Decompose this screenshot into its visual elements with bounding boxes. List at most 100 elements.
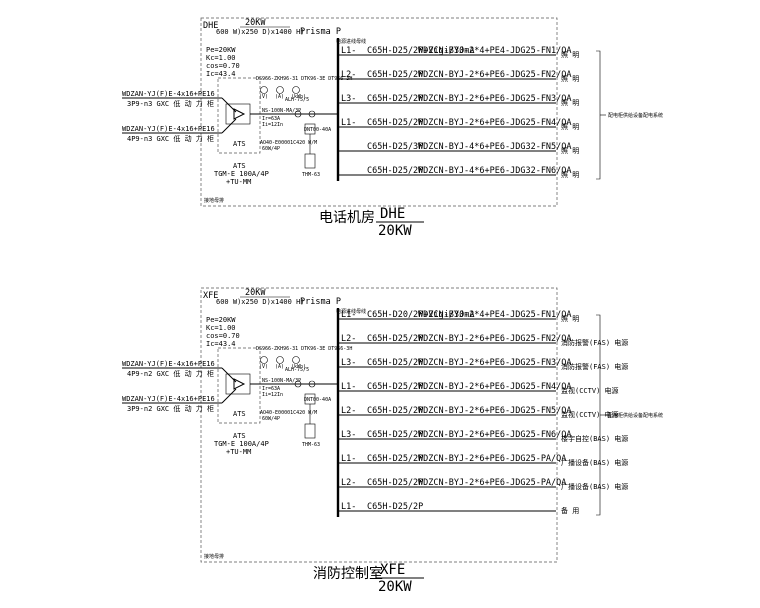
- circuit-row: L1-C65H-D25/2P+Vigi/30mAWDZCN-BYJ-2*4+PE…: [338, 46, 579, 59]
- param-line: Ic=43.4: [206, 70, 236, 78]
- incomer-route: 3P9-n2 GXC 低 动 力 柜: [127, 404, 214, 413]
- load-label: 照 明: [561, 171, 579, 179]
- meter-models: DS966-ZKH96-31 DTK96-3E DT966-3H: [256, 346, 352, 352]
- rcd-label: DNT00-40A: [304, 397, 331, 403]
- phase-label: L3-: [341, 430, 356, 440]
- breaker-spec: C65H-D25/2P: [367, 406, 423, 416]
- bus-note: 电源进线母线: [336, 308, 366, 315]
- ats-label-2: ATS: [233, 432, 246, 440]
- cable-spec: WDZCN-BYJ-2*6+PE6-JDG25-PA/QA: [418, 454, 566, 464]
- param-line: Ic=43.4: [206, 340, 236, 348]
- group-bracket: [596, 50, 601, 180]
- main-breaker: NS-100N-MA/3P: [262, 378, 301, 384]
- cable-spec: WDZCN-BYJ-2*6+PE6-JDG25-FN6/QA: [418, 430, 572, 440]
- circuit-row: L1- C65H-D25/2P 备 用: [338, 502, 579, 515]
- phase-label: L1-: [341, 118, 356, 128]
- param-line: Pe=20KW: [206, 316, 236, 324]
- circuit-row: L1-C65H-D25/2PWDZCN-BYJ-2*6+PE6-JDG25-FN…: [338, 118, 579, 131]
- breaker-ir: Ir=63A: [262, 116, 280, 122]
- thm-label: THM-63: [302, 442, 320, 448]
- param-line: Pe=20KW: [206, 46, 236, 54]
- ats-box: [217, 77, 261, 154]
- ammeter-sub: 60W/4P: [262, 146, 280, 152]
- meter-sub: (kWh): [291, 94, 306, 100]
- meter-sub: (A): [275, 94, 284, 100]
- breaker-ii: Ii=12In: [262, 392, 283, 398]
- ats-symbol: [233, 108, 246, 120]
- phase-label: L1-: [341, 310, 356, 320]
- load-label: 广播设备(BAS) 电源: [561, 458, 628, 467]
- breaker-ii: Ii=12In: [262, 122, 283, 128]
- load-label: 照 明: [561, 99, 579, 107]
- load-label: 照 明: [561, 75, 579, 83]
- tgm-sub: +TU-MM: [226, 448, 251, 456]
- breaker-spec: C65H-D25/2P: [367, 502, 423, 512]
- cable-spec: WDZCN-BYJ-2*6+PE6-JDG25-FN3/QA: [418, 94, 572, 104]
- phase-label: L1-: [341, 382, 356, 392]
- load-label: 备 用: [561, 506, 579, 515]
- incomer-cable: WDZAN-YJ(F)E-4x16+PE16: [122, 360, 215, 368]
- circuit-row: L2-C65H-D25/2PWDZCN-BYJ-2*6+PE6-JDG25-FN…: [338, 334, 628, 347]
- phase-label: L1-: [341, 502, 356, 512]
- ct-symbol: [308, 380, 316, 388]
- breaker-spec: C65H-D25/2P: [367, 118, 423, 128]
- breaker-spec: C65H-D25/2P+Vigi/30mA: [367, 46, 474, 56]
- meter-dial: [276, 86, 284, 94]
- ammeter-label: AO40-E00001C420 W/M: [260, 410, 317, 416]
- breaker-spec: C65H-D25/3P: [367, 142, 423, 152]
- load-label: 监视(CCTV) 电源: [561, 410, 619, 419]
- circuit-row: L2-C65H-D25/2PWDZCN-BYJ-2*6+PE6-JDG25-FN…: [338, 70, 579, 83]
- circuit-row: L3-C65H-D25/2PWDZCN-BYJ-2*6+PE6-JDG25-FN…: [338, 430, 628, 443]
- circuit-row: L3-C65H-D25/2PWDZCN-BYJ-2*6+PE6-JDG25-FN…: [338, 94, 579, 107]
- phase-label: L3-: [341, 358, 356, 368]
- ats-contact: [221, 118, 237, 134]
- meter-sub: (A): [275, 364, 284, 370]
- breaker-spec: C65H-D25/2P: [367, 334, 423, 344]
- meter-label: ALH-75/5: [285, 97, 309, 103]
- load-label: 照 明: [561, 123, 579, 131]
- header-prisma: Prisma P: [300, 27, 341, 37]
- circuit-row: L3-C65H-D25/2PWDZCN-BYJ-2*6+PE6-JDG25-FN…: [338, 358, 628, 371]
- breaker-spec: C65H-D25/2P: [367, 382, 423, 392]
- caption-name: 消防控制室: [313, 565, 383, 582]
- meter-sub: (V): [259, 364, 268, 370]
- breaker-spec: C65H-D25/2P: [367, 94, 423, 104]
- param-line: Kc=1.00: [206, 54, 236, 62]
- caption-code: XFE: [380, 562, 405, 578]
- meter-models: DS966-ZKH96-31 DTK96-3E DT966-3H: [256, 76, 352, 82]
- meter-label: ALH-75/5: [285, 367, 309, 373]
- tgm-label: TGM-E 100A/4P: [214, 440, 269, 448]
- phase-label: L2-: [341, 478, 356, 488]
- breaker-spec: C65H-D25/2P: [367, 358, 423, 368]
- circuit-row: L2-C65H-D25/2PWDZCN-BYJ-2*6+PE6-JDG25-PA…: [338, 478, 628, 491]
- header-prisma: Prisma P: [300, 297, 341, 307]
- circuit-row: L2-C65H-D25/2PWDZCN-BYJ-2*6+PE6-JDG25-FN…: [338, 406, 619, 419]
- breaker-spec: C65H-D25/2P: [367, 478, 423, 488]
- surge-module: [304, 153, 316, 169]
- load-label: 楼宇自控(BAS) 电源: [561, 434, 628, 443]
- circuit-row: C65H-D25/3PWDZCN-BYJ-4*6+PE6-JDG32-FN5/Q…: [338, 142, 579, 155]
- phase-label: L1-: [341, 454, 356, 464]
- rcd-label: DNT00-40A: [304, 127, 331, 133]
- cable-spec: WDZCN-BYJ-2*6+PE6-JDG25-FN2/QA: [418, 334, 572, 344]
- incomer-cable: WDZAN-YJ(F)E-4x16+PE16: [122, 90, 215, 98]
- tgm-sub: +TU-MM: [226, 178, 251, 186]
- ct-symbol: [294, 110, 302, 118]
- enclosure-outline: [200, 287, 558, 563]
- header-size: 600 W)x250 D)x1400 H): [216, 298, 305, 306]
- load-label: 消防报警(FAS) 电源: [561, 338, 628, 347]
- meter-dial: [260, 356, 268, 364]
- bus-note: 电源进线母线: [336, 38, 366, 45]
- meter-sub: (kWh): [291, 364, 306, 370]
- incomer-route: 4P9-n3 GXC 低 动 力 柜: [127, 134, 214, 143]
- ats-box: [217, 347, 261, 424]
- cable-spec: WDZCN-BYJ-2*4+PE4-JDG25-FN1/QA: [418, 46, 572, 56]
- param-line: cos=0.70: [206, 332, 240, 340]
- ground-bar-mark: 接地母排: [204, 197, 224, 204]
- ct-symbol: [308, 110, 316, 118]
- header-size: 600 W)x250 D)x1400 H): [216, 28, 305, 36]
- main-breaker: NS-100N-MA/3P: [262, 108, 301, 114]
- phase-label: L2-: [341, 406, 356, 416]
